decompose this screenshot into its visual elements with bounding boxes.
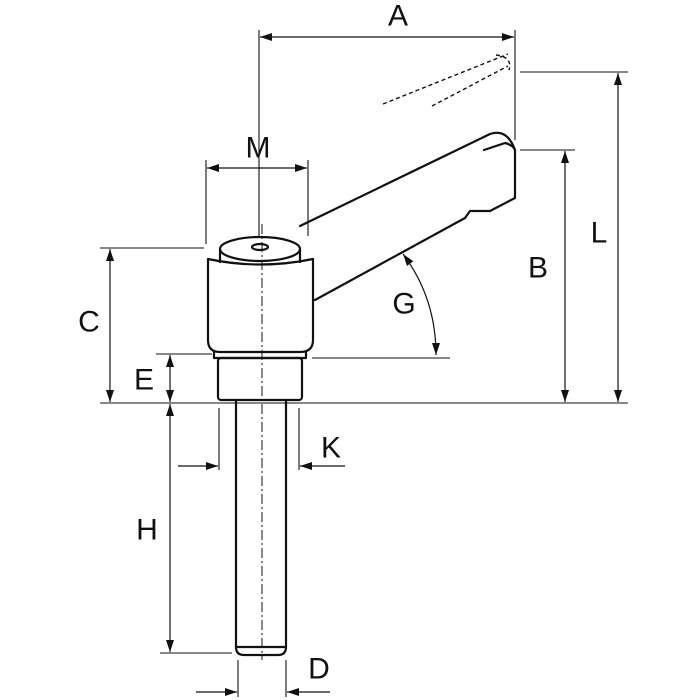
threaded-stud <box>234 398 288 657</box>
shoulder <box>216 356 304 402</box>
hub-cap <box>218 235 302 264</box>
dim-label-L: L <box>591 217 608 250</box>
dim-label-A: A <box>388 0 408 33</box>
dim-label-B: B <box>528 252 548 285</box>
dim-label-H: H <box>136 514 158 547</box>
dim-label-E: E <box>134 364 154 397</box>
dim-label-M: M <box>246 132 271 165</box>
hub-body <box>206 257 315 354</box>
lever-part <box>206 53 517 660</box>
extension-lines <box>100 30 628 697</box>
dimension-labels: A M L B C G E K H D <box>78 0 607 686</box>
lever-arm <box>298 131 517 302</box>
dim-arc-G <box>402 253 440 356</box>
lever-alternate-position <box>382 53 511 107</box>
dim-label-C: C <box>78 306 100 339</box>
dim-label-D: D <box>308 653 330 686</box>
dim-label-G: G <box>392 288 415 321</box>
dimension-lines <box>106 33 622 696</box>
dim-label-K: K <box>321 432 341 465</box>
lever-arm-underside <box>482 141 517 152</box>
